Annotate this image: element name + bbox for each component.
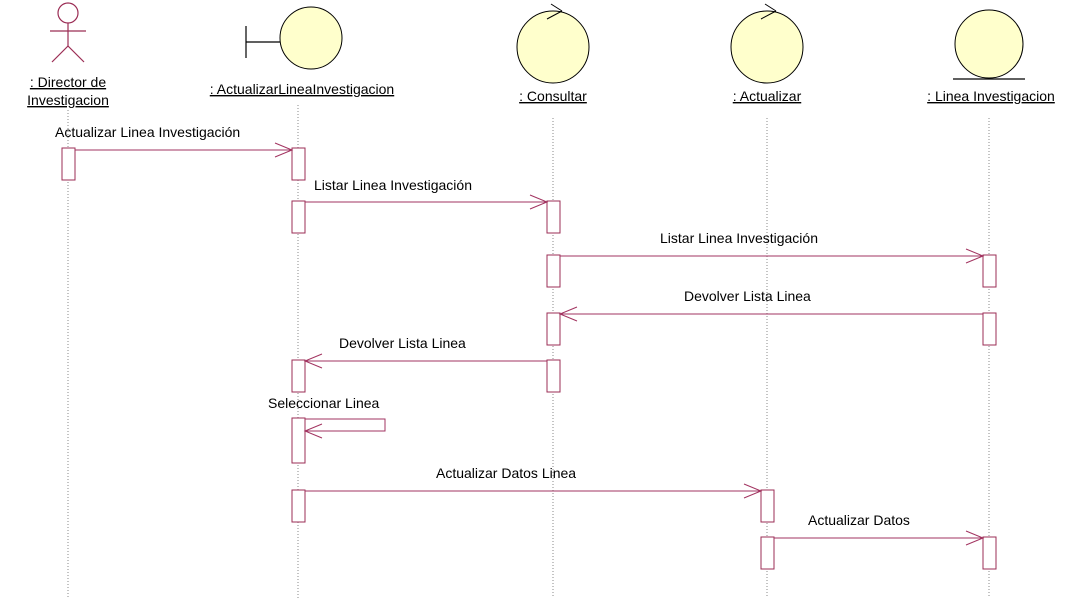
activation-bar: [760, 489, 775, 523]
control-icon-actualizar: [730, 3, 804, 84]
message-label-6: Seleccionar Linea: [268, 395, 380, 411]
message-label-4: Devolver Lista Linea: [684, 288, 811, 304]
message-label-7: Actualizar Datos Linea: [436, 465, 576, 481]
activation-bar: [291, 489, 306, 523]
activation-bar: [546, 254, 561, 288]
activation-bar: [982, 312, 997, 346]
activation-bar: [982, 536, 997, 570]
activation-bar: [546, 200, 561, 234]
control-icon-consultar: [516, 3, 590, 84]
message-arrow-1: [75, 142, 294, 158]
activation-bar: [61, 147, 76, 181]
object-label-director-line2: Investigacion: [27, 92, 109, 108]
message-arrow-7: [305, 483, 763, 499]
message-label-5: Devolver Lista Linea: [339, 335, 466, 351]
message-arrow-4: [558, 306, 983, 322]
activation-bar: [291, 200, 306, 234]
activation-bar: [546, 312, 561, 346]
activation-bar: [291, 359, 306, 393]
message-arrow-2: [305, 194, 549, 210]
object-label-ui: : ActualizarLineaInvestigacion: [210, 81, 394, 97]
object-label-actualizar: : Actualizar: [733, 88, 802, 104]
entity-icon: [953, 9, 1025, 80]
message-arrow-3: [560, 248, 985, 264]
activation-bar: [291, 417, 306, 464]
activation-bar: [982, 254, 997, 288]
actor-icon: [50, 2, 86, 63]
activation-bar: [546, 359, 561, 393]
message-label-3: Listar Linea Investigación: [660, 230, 818, 246]
activation-bar: [760, 536, 775, 570]
message-label-8: Actualizar Datos: [808, 512, 910, 528]
boundary-icon: [245, 6, 343, 70]
message-arrow-8: [774, 530, 985, 546]
activation-bar: [291, 147, 306, 181]
object-label-consultar: : Consultar: [519, 88, 587, 104]
message-arrow-6: [303, 418, 386, 439]
object-label-linea: : Linea Investigacion: [927, 88, 1055, 104]
object-label-director-line1: : Director de: [30, 74, 106, 90]
message-arrow-5: [303, 353, 547, 369]
message-label-1: Actualizar Linea Investigación: [55, 124, 240, 140]
message-label-2: Listar Linea Investigación: [314, 177, 472, 193]
